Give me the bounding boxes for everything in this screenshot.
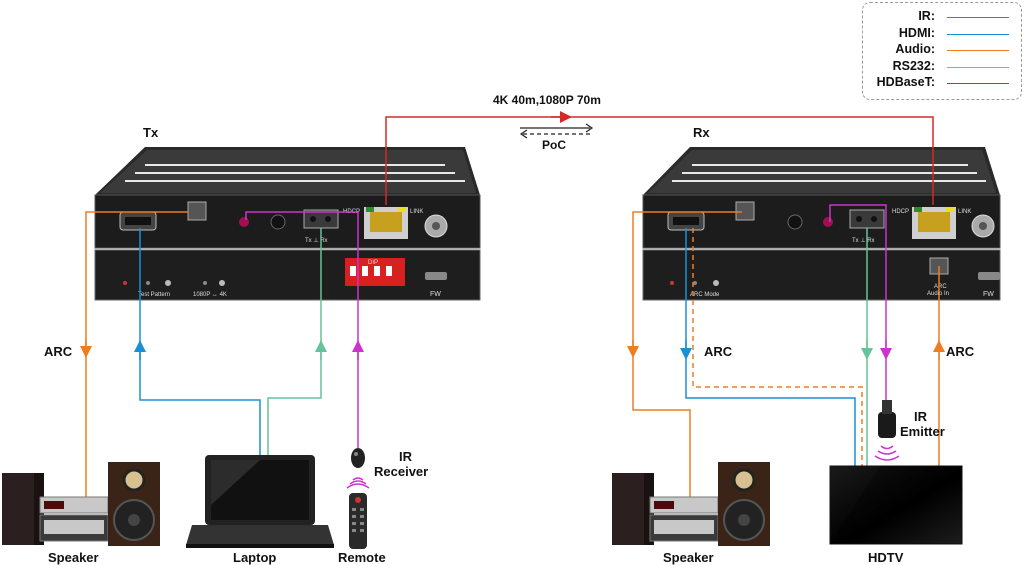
speaker-left-icon — [2, 462, 160, 546]
rx-fw-label: FW — [983, 291, 994, 298]
tx-device — [94, 147, 481, 301]
legend-item: Audio: — [863, 42, 1013, 58]
ir-signal-icon — [346, 477, 370, 489]
ir-emitter-signal-icon — [874, 445, 900, 461]
rx-device — [642, 147, 1001, 301]
tx-rs232-label: Tx ⊥ Rx — [305, 237, 328, 244]
rx-title: Rx — [693, 125, 710, 140]
tx-ir-cable — [245, 211, 359, 448]
poc-arrows — [519, 123, 594, 139]
tx-title: Tx — [143, 125, 159, 140]
rx-arc-audio-in-label: ARC Audio In — [927, 284, 949, 297]
rx-arc-mode-label: ARC Mode — [690, 292, 720, 298]
legend-item: RS232: — [863, 59, 1013, 75]
tx-hdmi-cable — [139, 228, 261, 455]
tx-link-label: LINK — [410, 209, 423, 215]
speaker-right-label: Speaker — [663, 550, 714, 565]
legend-item-label: Audio: — [895, 42, 935, 56]
ir-receiver-label: IR Receiver — [374, 449, 428, 479]
legend-swatch — [947, 17, 1009, 18]
laptop-icon — [186, 455, 334, 548]
tx-rs232-cable — [267, 228, 322, 455]
rx-rs232-label: Tx ⊥ Rx — [852, 237, 875, 244]
link-distance-label: 4K 40m,1080P 70m — [493, 93, 601, 107]
remote-label: Remote — [338, 550, 386, 565]
ir-receiver-line1: IR — [399, 449, 413, 464]
tx-audio-cable — [85, 211, 188, 498]
legend-item: HDBaseT: — [863, 75, 1013, 91]
speaker-right-icon — [612, 462, 770, 546]
legend: IR: HDMI: Audio: RS232: HDBaseT: — [862, 2, 1022, 100]
rx-audio-cable — [632, 211, 742, 498]
legend-item: IR: — [863, 9, 1013, 25]
legend-swatch — [947, 66, 1009, 68]
legend-item-label: IR: — [918, 9, 935, 23]
rx-ir-cable — [829, 204, 887, 400]
legend-item-label: HDBaseT: — [876, 75, 935, 89]
rx-hdcp-label: HDCP — [892, 209, 909, 215]
legend-item-label: RS232: — [892, 58, 935, 73]
legend-swatch — [947, 33, 1009, 35]
tx-dip-label: DIP — [368, 260, 378, 266]
rx-hdmi-cable — [685, 228, 856, 466]
poc-label: PoC — [542, 138, 566, 152]
ir-emitter-icon — [878, 400, 896, 438]
rx-arc-audio-in-line1: ARC — [934, 284, 947, 290]
ir-emitter-label: IR Emitter — [900, 409, 945, 439]
laptop-label: Laptop — [233, 550, 276, 565]
ir-receiver-line2: Receiver — [374, 464, 428, 479]
arc-label-rx-mid: ARC — [704, 344, 733, 359]
hdbaset-link — [385, 111, 934, 205]
rx-arc-audio-in-line2: Audio In — [927, 291, 949, 297]
rx-arc-dashed-cable — [692, 228, 863, 466]
remote-icon — [349, 493, 367, 549]
speaker-left-label: Speaker — [48, 550, 99, 565]
arc-label-rx-right: ARC — [946, 344, 975, 359]
ir-emitter-line1: IR — [914, 409, 928, 424]
arc-label-left: ARC — [44, 344, 73, 359]
tx-test-pattern-label: Test Pattern — [138, 292, 170, 298]
hdtv-icon — [829, 465, 963, 545]
ir-receiver-icon — [351, 448, 365, 468]
legend-item: HDMI: — [863, 26, 1013, 42]
legend-swatch — [947, 83, 1009, 84]
tx-resolution-label: 1080P ↔ 4K — [193, 292, 227, 298]
ir-emitter-line2: Emitter — [900, 424, 945, 439]
hdtv-label: HDTV — [868, 550, 904, 565]
legend-item-label: HDMI: — [898, 25, 935, 40]
legend-swatch — [947, 50, 1009, 51]
rx-link-label: LINK — [958, 209, 971, 215]
tx-fw-label: FW — [430, 291, 441, 298]
